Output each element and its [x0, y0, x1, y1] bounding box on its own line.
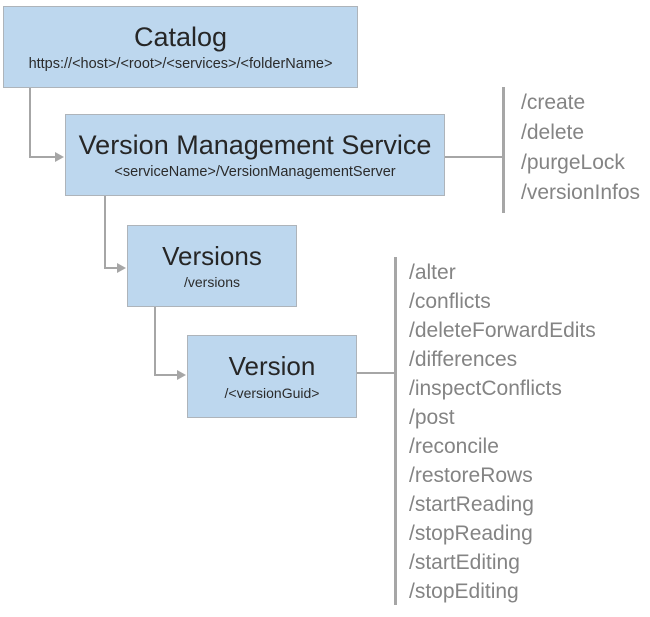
connector-versions-to-version-horizontal: [154, 374, 177, 376]
arrowhead-icon: [117, 263, 126, 273]
operations-bracket-version: [394, 257, 397, 605]
node-catalog-title: Catalog: [133, 22, 228, 53]
operation-label: /reconcile: [409, 435, 499, 458]
operation-label: /stopReading: [409, 522, 533, 545]
arrowhead-icon: [55, 152, 64, 162]
operation-label: /inspectConflicts: [409, 377, 562, 400]
node-version-title: Version: [228, 351, 316, 382]
operation-label: /startReading: [409, 493, 534, 516]
node-version: Version /<versionGuid>: [187, 335, 357, 418]
node-version-management-service: Version Management Service <serviceName>…: [65, 114, 445, 196]
node-catalog-url: https://<host>/<root>/<services>/<folder…: [28, 55, 333, 72]
operation-label: /versionInfos: [521, 181, 641, 204]
connector-versions-to-version-vertical: [154, 307, 156, 375]
operation-label: /purgeLock: [521, 151, 625, 174]
operation-label: /delete: [521, 121, 585, 144]
operations-bracket-service: [502, 87, 505, 213]
operations-list-service: /create/delete/purgeLock/versionInfos: [521, 88, 640, 208]
arrowhead-icon: [177, 370, 186, 380]
connector-service-to-operations: [445, 156, 502, 158]
operation-label: /differences: [409, 348, 518, 371]
node-version-management-service-url: <serviceName>/VersionManagementServer: [114, 163, 396, 180]
node-version-url: /<versionGuid>: [224, 384, 320, 401]
node-versions: Versions /versions: [127, 225, 297, 307]
connector-version-to-operations: [357, 372, 394, 374]
node-versions-title: Versions: [162, 240, 262, 271]
operation-label: /alter: [409, 261, 456, 284]
operation-label: /deleteForwardEdits: [409, 319, 596, 342]
node-version-management-service-title: Version Management Service: [78, 130, 432, 161]
operations-list-version: /alter/conflicts/deleteForwardEdits/diff…: [409, 258, 596, 606]
operation-label: /stopEditing: [409, 580, 519, 603]
node-catalog: Catalog https://<host>/<root>/<services>…: [3, 6, 358, 88]
connector-service-to-versions-vertical: [104, 196, 106, 268]
operation-label: /post: [409, 406, 455, 429]
connector-catalog-to-service-vertical: [29, 88, 31, 157]
operation-label: /restoreRows: [409, 464, 533, 487]
connector-service-to-versions-horizontal: [104, 267, 117, 269]
operation-label: /startEditing: [409, 551, 520, 574]
node-versions-url: /versions: [183, 274, 241, 291]
operation-label: /create: [521, 91, 586, 114]
connector-catalog-to-service-horizontal: [29, 156, 55, 158]
operation-label: /conflicts: [409, 290, 491, 313]
